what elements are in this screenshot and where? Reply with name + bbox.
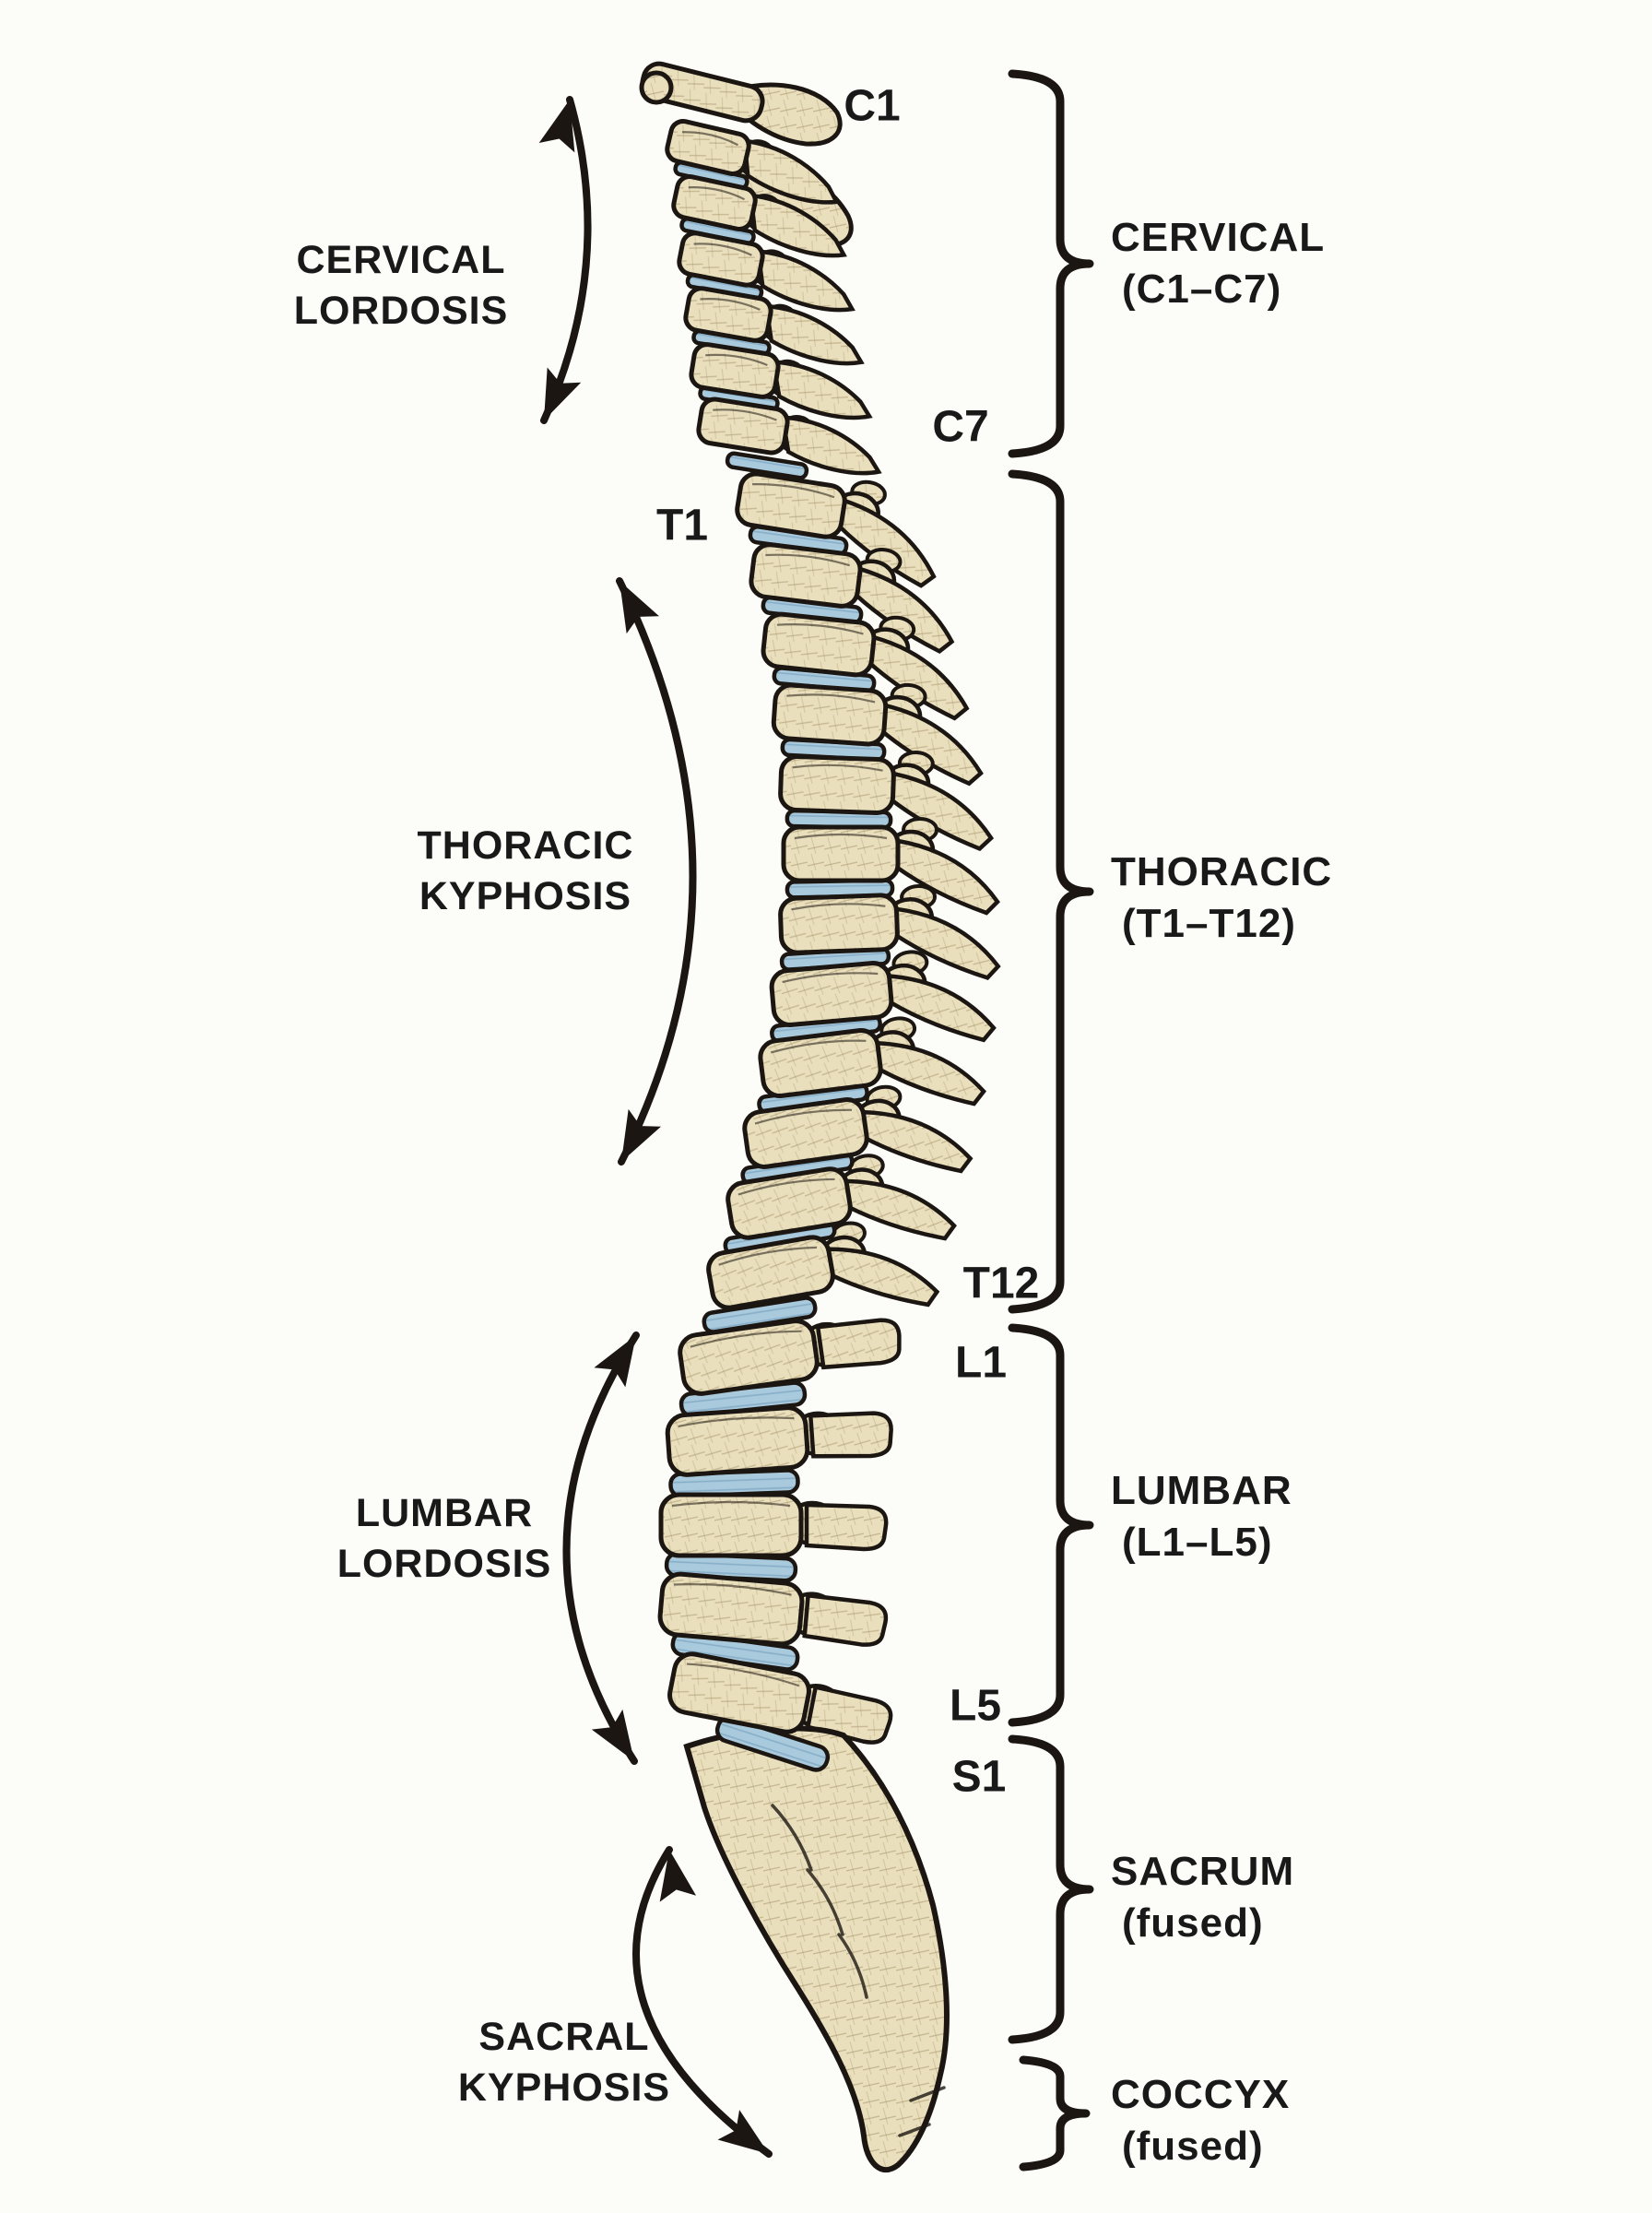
arrowhead-icon (717, 2110, 769, 2154)
vertebra-body (665, 119, 751, 176)
intervertebral-disc (725, 451, 809, 480)
sacrum-region-label: SACRUM (fused) (1111, 1846, 1294, 1950)
vertebra-body (683, 286, 773, 343)
cervical-lordosis-line2: LORDOSIS (293, 289, 509, 334)
thoracic-kyphosis-arrow (616, 577, 697, 1166)
vertebra-body (657, 1571, 805, 1647)
vertebra-body (761, 611, 877, 678)
vertebra-body (758, 1027, 883, 1099)
cervical-region-bracket (1008, 69, 1094, 458)
thoracic-region-bracket (1008, 469, 1094, 1314)
coccyx-region-line1: COCCYX (1111, 2072, 1291, 2117)
vertebra-body (667, 1651, 811, 1734)
sacral-kyphosis-line1: SACRAL (478, 2015, 650, 2059)
vertebra-posterior-arch (873, 682, 984, 787)
vertebra-posterior-arch (791, 1411, 893, 1459)
vertebra-posterior-arch (886, 817, 1000, 916)
sacrum (683, 1725, 950, 2173)
vertebra-posterior-arch (738, 138, 840, 205)
vertebra-body (742, 1097, 869, 1169)
lumbar-lordosis-arrow (562, 1331, 640, 1765)
sacrum-detail-line (806, 1868, 844, 1936)
vertebra-body (678, 1319, 820, 1396)
vertebra-label-l5: L5 (949, 1681, 1002, 1731)
cervical-region-label: CERVICAL (C1–C7) (1111, 212, 1325, 316)
thoracic-kyphosis-line2: KYPHOSIS (419, 874, 632, 919)
arrowhead-icon (620, 581, 660, 634)
posterior-processes (738, 138, 1001, 1745)
vertebra-body (689, 342, 781, 399)
vertebra-body (671, 174, 758, 231)
arrowhead-icon (538, 100, 575, 153)
coccyx-region-bracket (1019, 2055, 1091, 2172)
vertebra-label-s1: S1 (951, 1752, 1007, 1802)
lumbar-lordosis-label: LUMBAR LORDOSIS (337, 1488, 552, 1590)
thoracic-kyphosis-line1: THORACIC (417, 823, 634, 868)
arrowhead-icon (591, 1709, 634, 1761)
vertebra-body (726, 1166, 853, 1240)
vertebra-label-t12: T12 (962, 1259, 1040, 1308)
vertebra-body (771, 682, 889, 747)
lumbar-region-line2: (L1–L5) (1122, 1520, 1273, 1566)
arrowhead-icon (659, 1850, 697, 1902)
vertebra-body (778, 753, 896, 816)
vertebra-body (769, 961, 894, 1027)
thoracic-region-line2: (T1–T12) (1122, 901, 1296, 947)
sacrum-region-line2: (fused) (1122, 1900, 1264, 1947)
cervical-lordosis-line1: CERVICAL (296, 238, 506, 282)
thoracic-region-label: THORACIC (T1–T12) (1111, 846, 1332, 951)
coccyx-region-label: COCCYX (fused) (1111, 2069, 1290, 2173)
cervical-lordosis-arrow (538, 96, 592, 424)
sacral-kyphosis-line2: KYPHOSIS (457, 2065, 671, 2111)
lumbar-lordosis-line1: LUMBAR (355, 1491, 534, 1535)
thoracic-kyphosis-label: THORACIC KYPHOSIS (418, 821, 634, 922)
vertebra-body (677, 231, 765, 288)
coccyx-region-line2: (fused) (1122, 2124, 1264, 2170)
vertebral-bodies (639, 61, 901, 1734)
thoracic-region-line1: THORACIC (1111, 849, 1333, 894)
cervical-region-line2: (C1–C7) (1122, 266, 1282, 313)
lumbar-region-line1: LUMBAR (1111, 1468, 1292, 1513)
vertebra-label-c7: C7 (932, 402, 989, 452)
arrowhead-icon (621, 1108, 662, 1162)
vertebra-body (706, 1235, 835, 1310)
vertebra-body (735, 471, 847, 539)
sacrum-region-line1: SACRUM (1111, 1849, 1295, 1894)
arrowhead-icon (594, 1335, 636, 1388)
lumbar-region-label: LUMBAR (L1–L5) (1111, 1465, 1292, 1569)
lumbar-lordosis-line2: LORDOSIS (336, 1542, 552, 1587)
cervical-lordosis-label: CERVICAL LORDOSIS (294, 235, 509, 337)
vertebra-posterior-arch (768, 359, 873, 420)
sacrum-detail-line (771, 1804, 813, 1872)
sacral-kyphosis-label: SACRAL KYPHOSIS (458, 2012, 670, 2113)
vertebra-label-c1: C1 (844, 81, 901, 131)
lumbar-region-bracket (1008, 1323, 1094, 1727)
atlas-anterior-tubercle-icon (639, 70, 674, 105)
sacrum-bone (683, 1725, 950, 2173)
vertebra-body (665, 1405, 810, 1477)
arrowhead-icon (544, 367, 582, 420)
sacral-kyphosis-arrow (632, 1846, 773, 2158)
vertebra-label-t1: T1 (655, 501, 709, 550)
vertebra-body (778, 893, 900, 955)
sacrum-detail-line (909, 2086, 946, 2102)
sacrum-detail-line (898, 2123, 931, 2137)
sacrum-detail-line (837, 1933, 868, 1999)
cervical-region-line1: CERVICAL (1111, 215, 1326, 260)
vertebra-body (749, 542, 863, 609)
vertebra-body (696, 396, 790, 456)
vertebra-label-l1: L1 (954, 1338, 1008, 1388)
sacrum-region-bracket (1008, 1734, 1094, 2044)
vertebra-body (781, 824, 901, 883)
vertebra-body (658, 1492, 804, 1558)
